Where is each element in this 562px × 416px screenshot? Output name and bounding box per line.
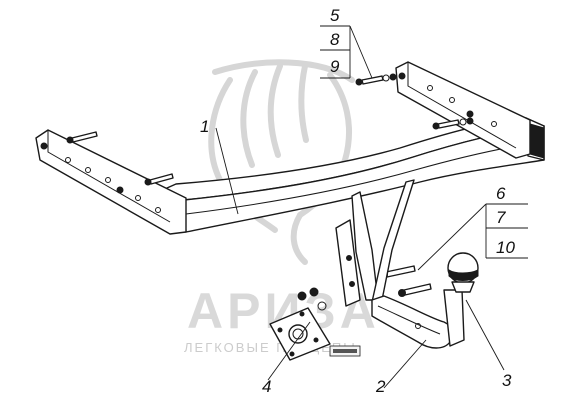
leader-lines <box>215 25 528 389</box>
right-side-bracket <box>395 61 531 159</box>
callout-4: 4 <box>262 377 271 396</box>
callout-3: 3 <box>502 371 512 390</box>
callout-8: 8 <box>330 30 340 49</box>
callout-9: 9 <box>330 57 340 76</box>
callout-1: 1 <box>200 117 209 136</box>
callout-6: 6 <box>496 184 506 203</box>
callout-10: 10 <box>496 238 515 257</box>
rating-plate <box>329 345 361 357</box>
drawbar <box>371 295 454 349</box>
callout-7: 7 <box>496 208 506 227</box>
crossbar-beam <box>157 117 545 233</box>
socket-plate <box>269 287 331 361</box>
callout-5: 5 <box>330 6 340 25</box>
left-side-bracket <box>35 129 187 235</box>
horse-head-logo <box>208 59 355 265</box>
fasteners <box>66 73 474 297</box>
tow-ball <box>443 252 479 347</box>
callout-2: 2 <box>375 377 386 396</box>
